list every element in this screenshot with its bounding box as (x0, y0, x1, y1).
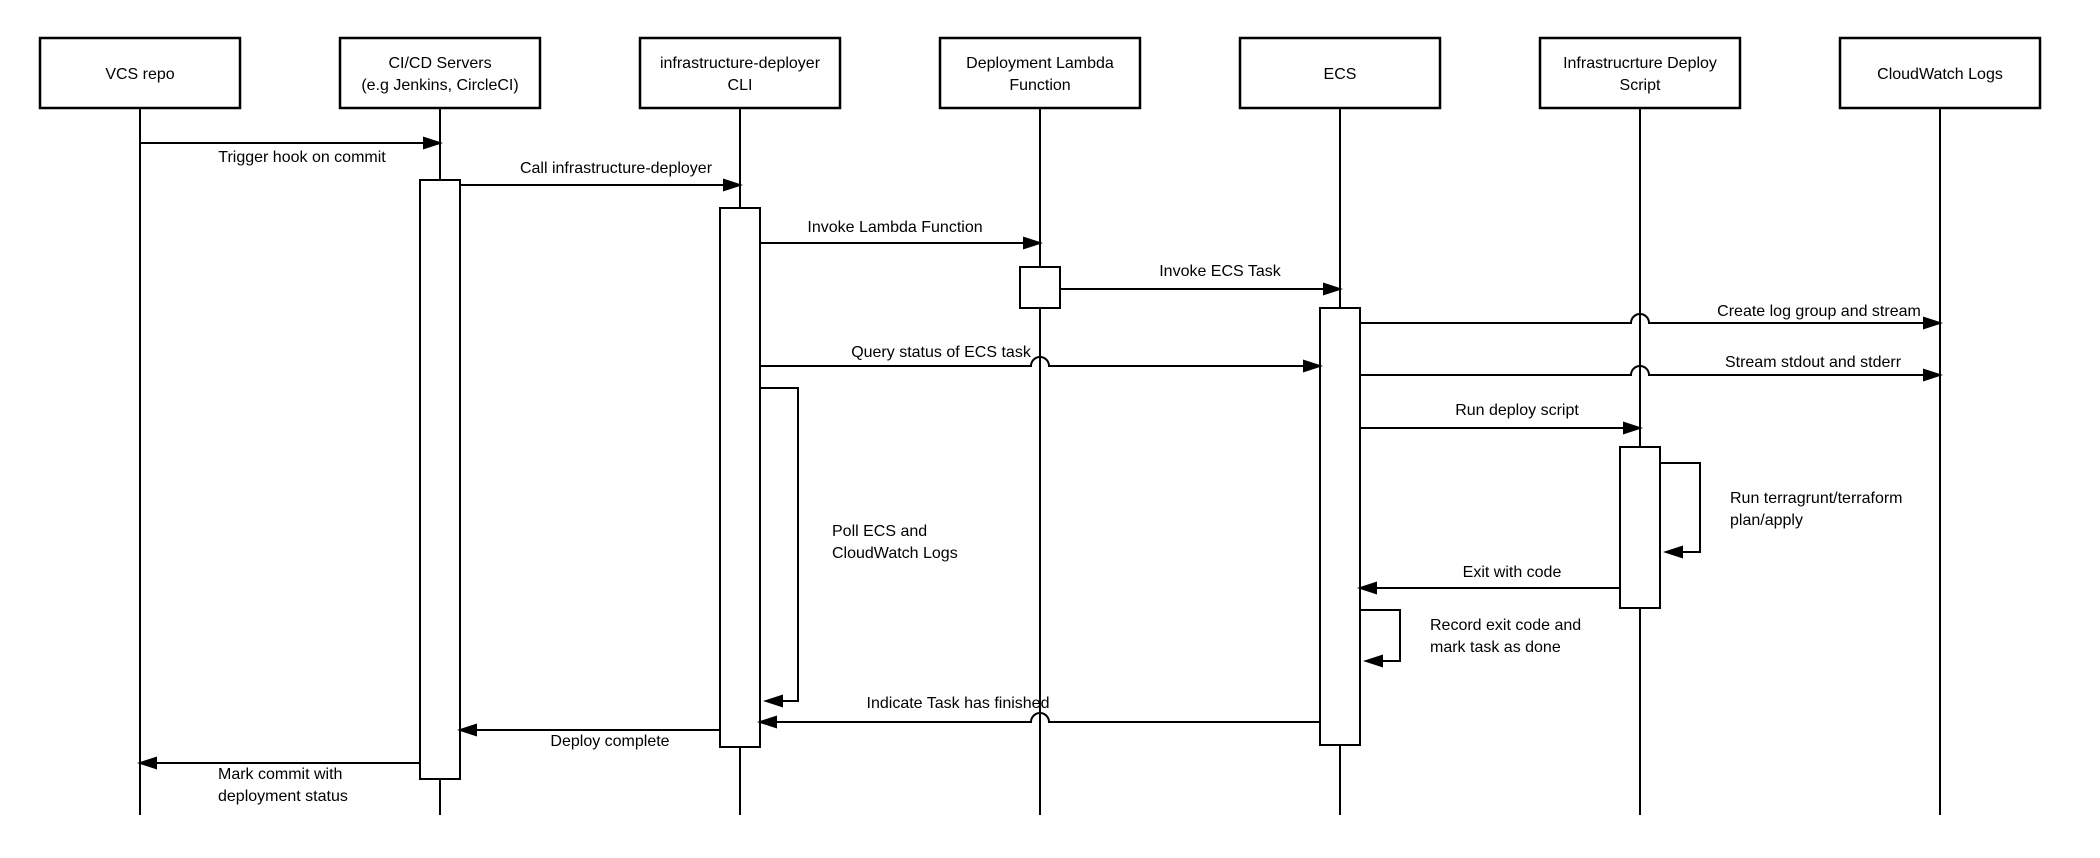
message-invoke-ecs-task-arrowhead (1323, 282, 1343, 296)
self-message-run-terragrunt-terraform-plan-apply-label: plan/apply (1730, 512, 1803, 529)
actor-label-deployment-lambda-function: Function (1009, 77, 1070, 94)
activation-infrastructure-deployer-cli (719, 207, 761, 748)
actor-box-infrastructure-deployer-cli (638, 36, 842, 110)
actor-box-cloudwatch-logs (1838, 36, 2042, 110)
message-deploy-complete-label: Deploy complete (550, 733, 669, 750)
message-deploy-complete-arrowhead (457, 723, 477, 737)
actor-label-vcs-repo: VCS repo (105, 66, 174, 83)
self-message-record-exit-code-and-mark-task-as-done (1360, 609, 1401, 662)
message-query-status-of-ecs-task-arrowhead (1303, 359, 1323, 373)
activation-cicd-servers (419, 179, 461, 780)
message-stream-stdout-and-stderr (1360, 365, 1927, 376)
actor-box-vcs-repo (38, 36, 242, 110)
actor-label-infrastructure-deploy-script: Infrastrucrture Deploy (1563, 55, 1717, 72)
self-message-record-exit-code-and-mark-task-as-done-arrowhead (1363, 654, 1383, 668)
message-invoke-ecs-task-label: Invoke ECS Task (1159, 263, 1282, 280)
self-message-run-terragrunt-terraform-plan-apply-label: Run terragrunt/terraform (1730, 490, 1903, 507)
message-trigger-hook-on-commit-label: Trigger hook on commit (218, 149, 386, 166)
message-indicate-task-has-finished-arrowhead (757, 715, 777, 729)
self-message-poll-ecs-and-cloudwatch-logs-arrowhead (763, 694, 783, 708)
actor-label-deployment-lambda-function: Deployment Lambda (966, 55, 1114, 72)
actor-box-infrastructure-deploy-script (1538, 36, 1742, 110)
activation-ecs (1319, 307, 1361, 746)
message-mark-commit-with-deployment-status-label: Mark commit with (218, 766, 342, 783)
message-mark-commit-with-deployment-status-arrowhead (137, 756, 157, 770)
message-create-log-group-and-stream-label: Create log group and stream (1717, 303, 1921, 320)
activation-deployment-lambda-function (1019, 266, 1061, 309)
actor-label-infrastructure-deployer-cli: CLI (728, 77, 753, 94)
message-query-status-of-ecs-task (760, 356, 1307, 367)
message-exit-with-code-label: Exit with code (1463, 564, 1562, 581)
actor-label-infrastructure-deployer-cli: infrastructure-deployer (660, 55, 821, 72)
message-indicate-task-has-finished (773, 712, 1320, 723)
activation-infrastructure-deploy-script (1619, 446, 1661, 609)
message-invoke-lambda-function-arrowhead (1023, 236, 1043, 250)
message-create-log-group-and-stream-arrowhead (1923, 316, 1943, 330)
actor-label-cicd-servers: CI/CD Servers (388, 55, 491, 72)
self-message-poll-ecs-and-cloudwatch-logs-label: Poll ECS and (832, 523, 927, 540)
message-run-deploy-script-label: Run deploy script (1455, 402, 1579, 419)
self-message-poll-ecs-and-cloudwatch-logs-label: CloudWatch Logs (832, 545, 958, 562)
self-message-record-exit-code-and-mark-task-as-done-label: Record exit code and (1430, 617, 1581, 634)
actor-label-ecs: ECS (1324, 66, 1357, 83)
message-create-log-group-and-stream (1360, 313, 1927, 324)
message-call-infrastructure-deployer-label: Call infrastructure-deployer (520, 160, 713, 177)
self-message-poll-ecs-and-cloudwatch-logs (760, 387, 799, 702)
actor-label-cicd-servers: (e.g Jenkins, CircleCI) (361, 77, 518, 94)
message-run-deploy-script-arrowhead (1623, 421, 1643, 435)
self-message-run-terragrunt-terraform-plan-apply (1660, 462, 1701, 553)
message-query-status-of-ecs-task-label: Query status of ECS task (851, 344, 1032, 361)
message-exit-with-code-arrowhead (1357, 581, 1377, 595)
actor-box-deployment-lambda-function (938, 36, 1142, 110)
actor-box-ecs (1238, 36, 1442, 110)
self-message-run-terragrunt-terraform-plan-apply-arrowhead (1663, 545, 1683, 559)
actor-label-cloudwatch-logs: CloudWatch Logs (1877, 66, 2003, 83)
message-trigger-hook-on-commit-arrowhead (423, 136, 443, 150)
message-call-infrastructure-deployer-arrowhead (723, 178, 743, 192)
actor-label-infrastructure-deploy-script: Script (1620, 77, 1661, 94)
self-message-record-exit-code-and-mark-task-as-done-label: mark task as done (1430, 639, 1561, 656)
message-stream-stdout-and-stderr-label: Stream stdout and stderr (1725, 354, 1902, 371)
actor-box-cicd-servers (338, 36, 542, 110)
message-invoke-lambda-function-label: Invoke Lambda Function (807, 219, 982, 236)
message-stream-stdout-and-stderr-arrowhead (1923, 368, 1943, 382)
message-mark-commit-with-deployment-status-label: deployment status (218, 788, 348, 805)
message-indicate-task-has-finished-label: Indicate Task has finished (867, 695, 1050, 712)
